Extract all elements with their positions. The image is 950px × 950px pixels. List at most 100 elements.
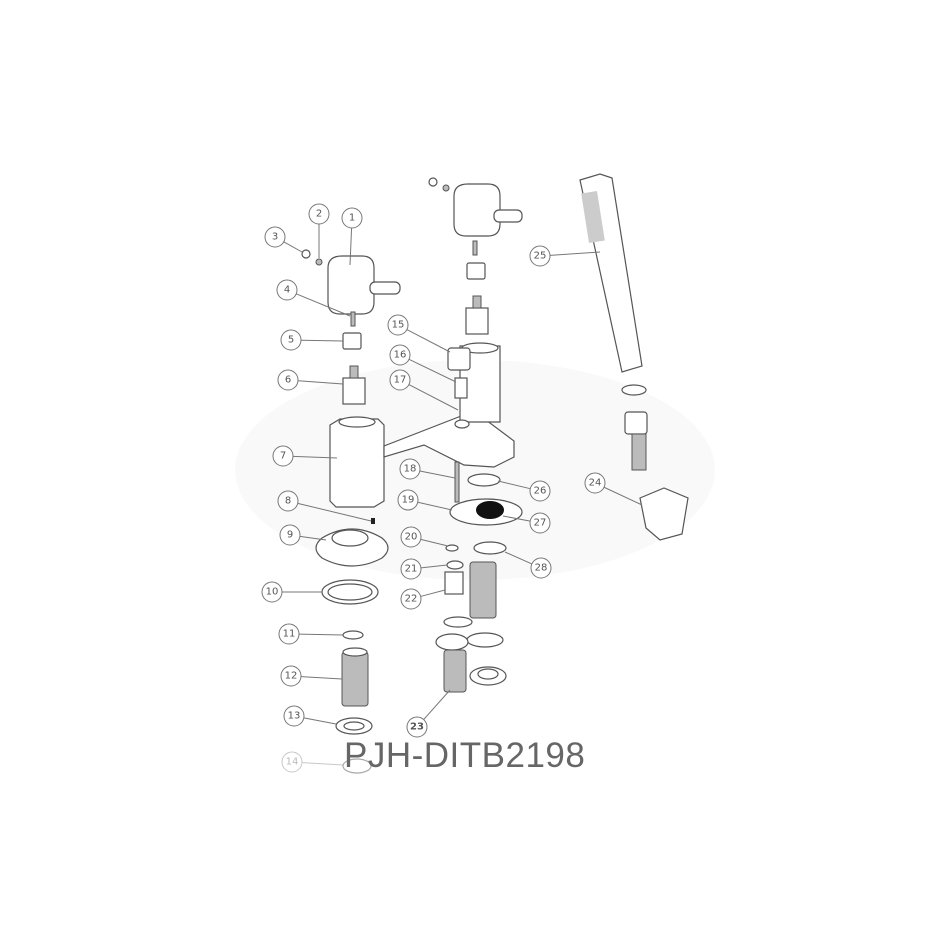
- callout-26: 26: [497, 480, 551, 502]
- callout-27: 27: [502, 512, 551, 534]
- callout-number: 6: [285, 375, 291, 386]
- callout-16: 16: [389, 344, 457, 383]
- callout-circle: [529, 480, 551, 502]
- product-code: PJH-DITB2198: [344, 736, 586, 775]
- leader-line: [299, 535, 327, 541]
- leader-line: [408, 358, 457, 383]
- watermark: [235, 360, 715, 580]
- callout-number: 22: [405, 594, 418, 605]
- callout-5: 5: [280, 329, 344, 351]
- callout-9: 9: [279, 524, 327, 546]
- callout-circle: [281, 751, 303, 773]
- callout-circle: [400, 526, 422, 548]
- callout-2: 2: [308, 203, 330, 258]
- callout-number: 12: [285, 671, 298, 682]
- callout-number: 26: [534, 486, 547, 497]
- leader-line: [349, 227, 353, 266]
- leader-line: [292, 455, 338, 459]
- callout-circle: [389, 369, 411, 391]
- callout-number: 28: [535, 563, 548, 574]
- leader-line: [300, 339, 344, 342]
- callout-24: 24: [584, 472, 643, 506]
- leader-line: [549, 251, 601, 256]
- leader-line: [408, 384, 459, 411]
- parts: [301, 173, 689, 774]
- callout-14: 14: [281, 751, 344, 773]
- callout-17: 17: [389, 369, 459, 411]
- callout-number: 18: [404, 464, 417, 475]
- callout-number: 4: [284, 285, 290, 296]
- leader-line: [419, 470, 456, 479]
- leader-line: [497, 480, 531, 490]
- callout-circle: [400, 558, 422, 580]
- callout-10: 10: [261, 581, 322, 603]
- callout-circle: [277, 369, 299, 391]
- callout-number: 13: [288, 711, 301, 722]
- callout-number: 14: [286, 757, 299, 768]
- leader-line: [303, 717, 337, 725]
- callout-number: 5: [288, 335, 294, 346]
- callout-circle: [261, 581, 283, 603]
- leader-line: [406, 329, 451, 353]
- callout-18: 18: [399, 458, 456, 480]
- callout-number: 24: [589, 478, 602, 489]
- callout-15: 15: [387, 314, 451, 353]
- callout-number: 1: [349, 213, 355, 224]
- leader-line: [423, 689, 451, 720]
- tap-body: [329, 418, 385, 508]
- callout-number: 17: [394, 375, 407, 386]
- leader-line: [297, 502, 372, 522]
- leader-line: [420, 564, 448, 569]
- callout-circle: [529, 512, 551, 534]
- callout-circle: [400, 588, 422, 610]
- leader-line: [603, 486, 643, 506]
- callout-22: 22: [400, 588, 446, 610]
- callout-21: 21: [400, 558, 448, 580]
- callout-8: 8: [277, 490, 372, 522]
- callout-number: 27: [534, 518, 547, 529]
- callout-12: 12: [280, 665, 343, 687]
- callout-circle: [308, 203, 330, 225]
- leader-line: [283, 241, 303, 253]
- leader-line: [301, 762, 344, 766]
- callout-circle: [277, 490, 299, 512]
- callout-circle: [389, 344, 411, 366]
- callout-circle: [264, 226, 286, 248]
- callout-circle: [272, 445, 294, 467]
- callout-circle: [280, 665, 302, 687]
- callout-7: 7: [272, 445, 338, 467]
- callout-3: 3: [264, 226, 303, 253]
- leader-line: [296, 293, 351, 317]
- callout-number: 21: [405, 564, 418, 575]
- leader-line: [297, 380, 344, 385]
- callout-circle: [276, 279, 298, 301]
- callout-number: 15: [392, 320, 405, 331]
- callout-circle: [279, 524, 301, 546]
- callout-20: 20: [400, 526, 449, 548]
- callout-circle: [399, 458, 421, 480]
- leader-line: [504, 551, 533, 565]
- callout-circle: [280, 329, 302, 351]
- callout-circle: [341, 207, 363, 229]
- callout-circle: [387, 314, 409, 336]
- leader-line: [420, 538, 449, 547]
- callout-number: 19: [402, 495, 415, 506]
- leader-line: [298, 633, 344, 636]
- leader-line: [502, 515, 531, 522]
- callout-circle: [283, 705, 305, 727]
- callout-19: 19: [397, 489, 453, 511]
- callout-6: 6: [277, 369, 344, 391]
- callout-4: 4: [276, 279, 351, 317]
- callout-number: 9: [287, 530, 293, 541]
- callout-11: 11: [278, 623, 344, 645]
- callout-1: 1: [341, 207, 363, 266]
- shower-holder: [639, 487, 689, 541]
- callout-number: 23: [410, 722, 424, 733]
- callouts: 1234567891011121314151617181920212223242…: [261, 203, 643, 773]
- callout-23: 23: [406, 689, 451, 738]
- callout-circle: [584, 472, 606, 494]
- callout-circle: [530, 557, 552, 579]
- callout-circle: [406, 716, 428, 738]
- handle-left: [327, 255, 375, 315]
